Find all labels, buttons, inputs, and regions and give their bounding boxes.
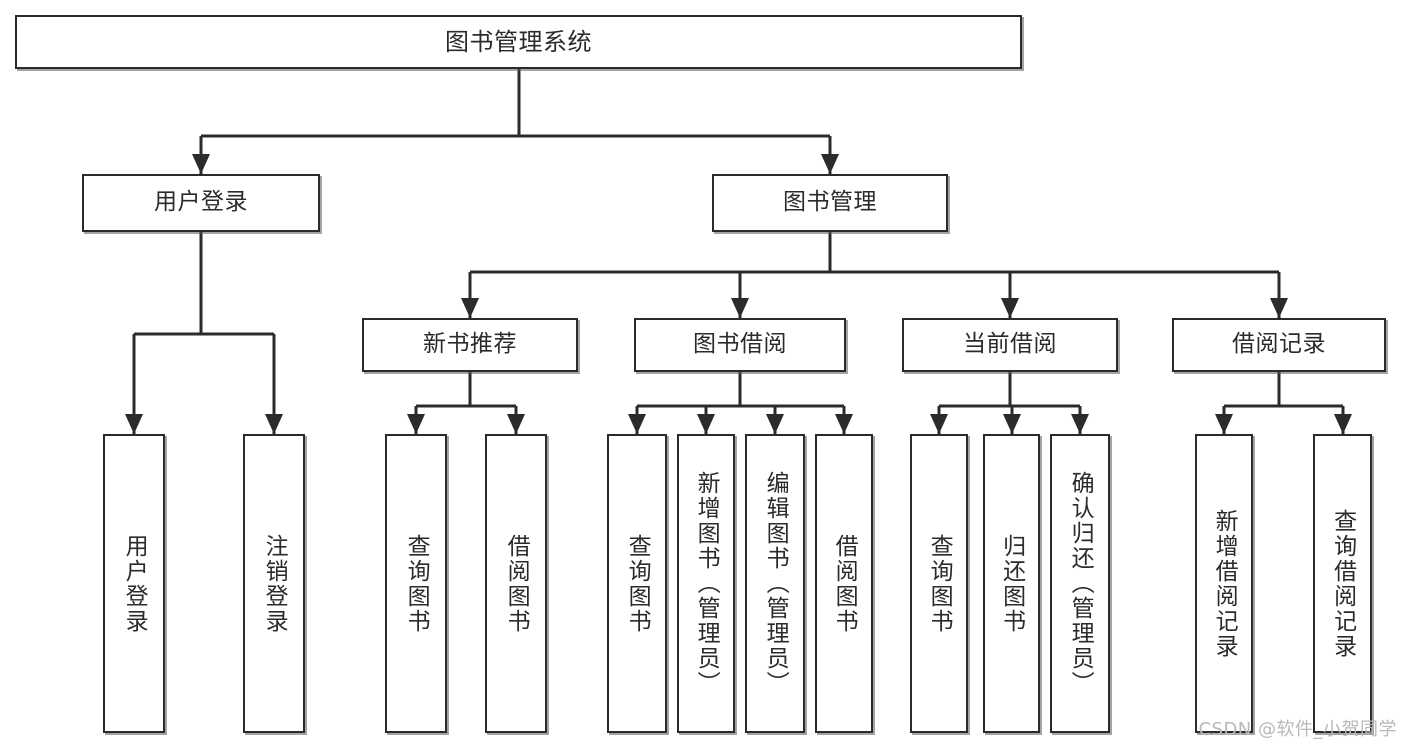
arrowhead-current-borrow [1001,298,1019,318]
node-leaf-query-rec[interactable]: 查询借阅记录 [1313,434,1372,733]
arrowhead-leaf-query-3 [930,414,948,434]
node-label-leaf-query-3: 查询图书 [926,533,953,634]
arrowhead-user-login [192,154,210,174]
node-leaf-edit-book[interactable]: 编辑图书（管理员） [745,434,805,733]
node-label-book-borrow: 图书借阅 [693,331,787,358]
node-label-leaf-borrow-2: 借阅图书 [831,533,858,634]
node-book-borrow[interactable]: 图书借阅 [634,318,846,372]
node-leaf-borrow-1[interactable]: 借阅图书 [485,434,547,733]
node-leaf-query-2[interactable]: 查询图书 [607,434,667,733]
arrowhead-leaf-logout [265,414,283,434]
node-label-leaf-edit-book: 编辑图书（管理员） [762,471,789,696]
arrowhead-new-book-rec [461,298,479,318]
node-label-leaf-add-rec: 新增借阅记录 [1211,508,1238,659]
arrowhead-leaf-add-book [697,414,715,434]
arrowhead-borrow-record [1270,298,1288,318]
node-book-manage[interactable]: 图书管理 [712,174,948,232]
node-leaf-return[interactable]: 归还图书 [983,434,1040,733]
node-leaf-borrow-2[interactable]: 借阅图书 [815,434,873,733]
node-borrow-record[interactable]: 借阅记录 [1172,318,1386,372]
node-new-book-rec[interactable]: 新书推荐 [362,318,578,372]
arrowhead-leaf-edit-book [766,414,784,434]
node-label-leaf-query-1: 查询图书 [403,533,430,634]
node-leaf-add-rec[interactable]: 新增借阅记录 [1195,434,1253,733]
arrowhead-leaf-borrow-1 [507,414,525,434]
node-label-root: 图书管理系统 [445,27,592,56]
node-current-borrow[interactable]: 当前借阅 [902,318,1118,372]
node-leaf-query-1[interactable]: 查询图书 [385,434,447,733]
node-label-leaf-query-2: 查询图书 [624,533,651,634]
node-leaf-logout[interactable]: 注销登录 [243,434,305,733]
node-label-leaf-add-book: 新增图书（管理员） [693,471,720,696]
node-label-leaf-borrow-1: 借阅图书 [503,533,530,634]
node-label-leaf-user-login: 用户登录 [121,533,148,634]
node-leaf-user-login[interactable]: 用户登录 [103,434,165,733]
node-label-leaf-logout: 注销登录 [261,533,288,634]
arrowhead-leaf-confirm [1071,414,1089,434]
node-label-book-manage: 图书管理 [783,189,877,216]
node-root[interactable]: 图书管理系统 [15,15,1022,69]
node-label-borrow-record: 借阅记录 [1232,331,1326,358]
node-label-current-borrow: 当前借阅 [963,331,1057,358]
arrowhead-leaf-query-rec [1334,414,1352,434]
arrowhead-leaf-return [1003,414,1021,434]
arrowhead-book-manage [821,154,839,174]
node-label-new-book-rec: 新书推荐 [423,331,517,358]
node-leaf-add-book[interactable]: 新增图书（管理员） [677,434,735,733]
node-label-leaf-return: 归还图书 [998,533,1025,634]
node-label-user-login: 用户登录 [154,189,248,216]
arrowhead-leaf-query-2 [628,414,646,434]
arrowhead-leaf-borrow-2 [835,414,853,434]
node-leaf-query-3[interactable]: 查询图书 [910,434,968,733]
arrowhead-leaf-user-login [125,414,143,434]
arrowhead-leaf-query-1 [407,414,425,434]
node-leaf-confirm[interactable]: 确认归还（管理员） [1050,434,1110,733]
node-label-leaf-confirm: 确认归还（管理员） [1067,471,1094,696]
arrowhead-leaf-add-rec [1215,414,1233,434]
node-label-leaf-query-rec: 查询借阅记录 [1329,508,1356,659]
arrowhead-book-borrow [731,298,749,318]
node-user-login[interactable]: 用户登录 [82,174,320,232]
